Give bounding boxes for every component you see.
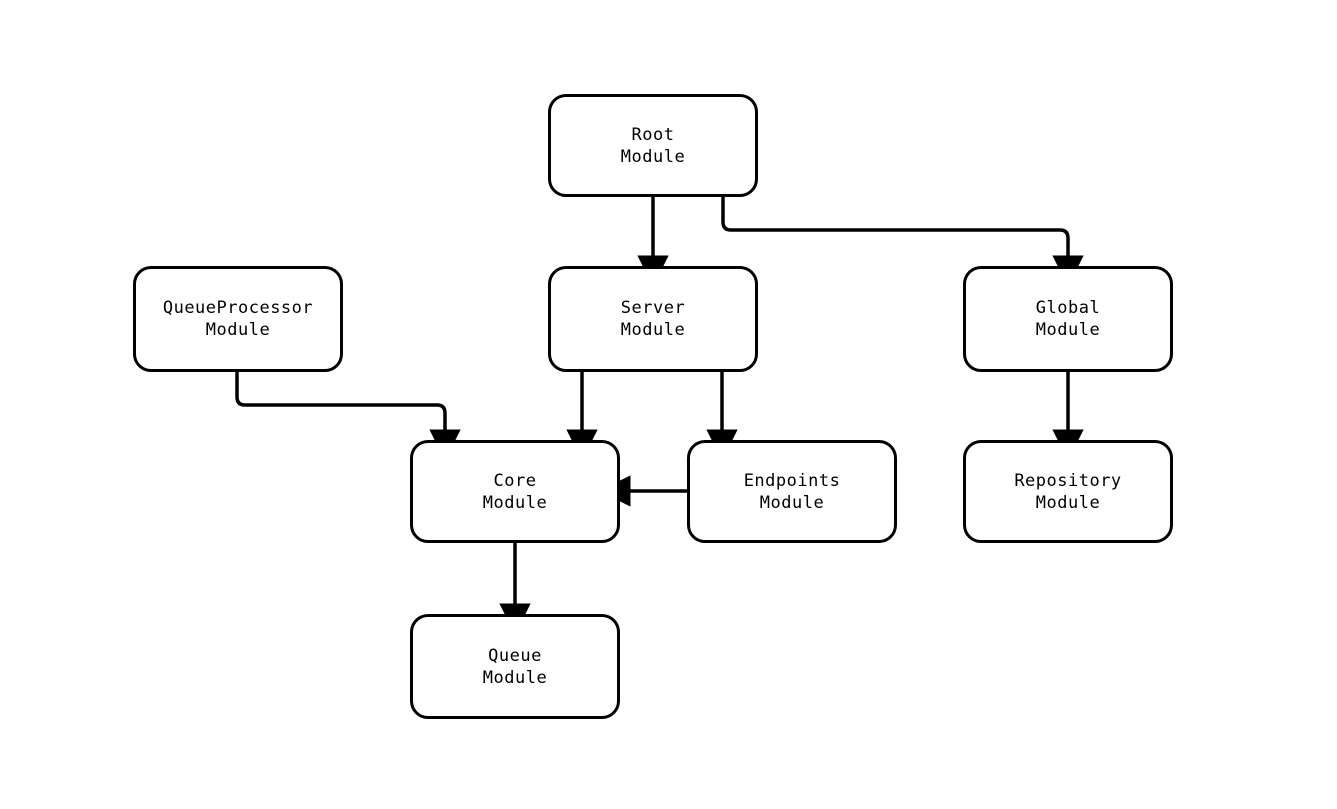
- node-label-primary: Core: [493, 470, 537, 491]
- node-label-primary: Endpoints: [743, 470, 841, 491]
- node-label-primary: Repository: [1014, 470, 1122, 491]
- node-label-primary: Server: [620, 298, 686, 318]
- node-label-primary: Queue: [488, 645, 542, 666]
- node-label-primary: Root: [631, 124, 675, 145]
- node-label-secondary: Module: [482, 667, 548, 688]
- node-label-secondary: Module: [482, 492, 548, 513]
- node-label-secondary: Module: [205, 320, 271, 340]
- edge-root-to-global: [721, 197, 1084, 287]
- node-label-secondary: Module: [620, 146, 686, 167]
- edge-paths: [235, 197, 1084, 635]
- edge-queueprocessor-to-core: [235, 372, 461, 461]
- node-label-secondary: Module: [620, 320, 686, 340]
- node-label-primary: QueueProcessor: [162, 298, 314, 318]
- node-label-primary: Global: [1035, 298, 1101, 318]
- node-label-secondary: Module: [1035, 320, 1101, 340]
- node-label-secondary: Module: [759, 492, 825, 513]
- node-label-secondary: Module: [1035, 492, 1101, 513]
